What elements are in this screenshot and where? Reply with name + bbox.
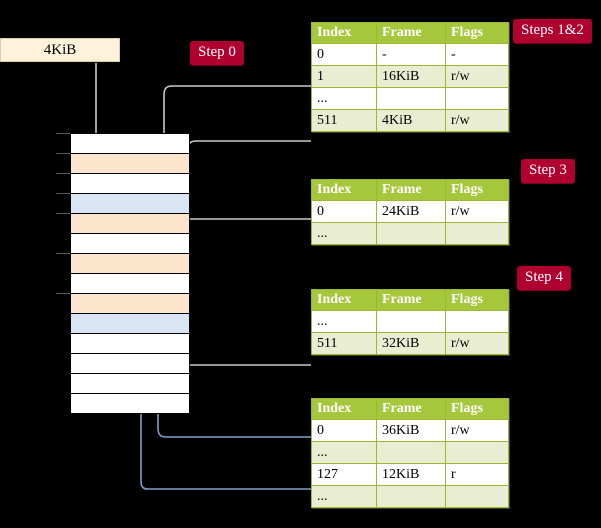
table-cell — [376, 222, 446, 245]
memory-row — [71, 194, 189, 214]
memory-tick — [56, 253, 70, 254]
table-cell: - — [376, 43, 446, 66]
column-header-frame: Frame — [376, 179, 446, 201]
column-header-frame: Frame — [376, 398, 446, 420]
table-row: ... — [311, 485, 509, 508]
table-row: ... — [311, 222, 509, 245]
memory-row — [71, 154, 189, 174]
column-header-flags: Flags — [445, 289, 509, 311]
memory-row — [71, 334, 189, 354]
table-cell: - — [445, 43, 509, 66]
table-cell: 4KiB — [376, 109, 446, 132]
table-cell: 1 — [311, 65, 377, 88]
badge-step-3: Step 3 — [521, 159, 575, 183]
memory-row — [71, 374, 189, 394]
table-cell: ... — [311, 485, 377, 508]
memory-tick — [56, 153, 70, 154]
badge-step-0: Step 0 — [190, 41, 244, 65]
table-row: ... — [311, 310, 509, 333]
column-header-frame: Frame — [376, 22, 446, 44]
table-cell — [445, 441, 509, 464]
table-row: ... — [311, 87, 509, 110]
table-cell: 0 — [311, 200, 377, 223]
table-cell: r/w — [445, 65, 509, 88]
memory-row — [71, 294, 189, 314]
memory-row — [71, 134, 189, 154]
column-header-flags: Flags — [445, 398, 509, 420]
memory-row — [71, 394, 189, 414]
memory-tick — [56, 193, 70, 194]
column-header-index: Index — [311, 179, 377, 201]
memory-row — [71, 254, 189, 274]
table-cell — [376, 87, 446, 110]
table-cell — [445, 310, 509, 333]
table-cell: 511 — [311, 332, 377, 355]
table-cell — [376, 485, 446, 508]
memory-grid — [70, 133, 190, 414]
table-row: ... — [311, 441, 509, 464]
table-cell: r/w — [445, 419, 509, 442]
table-cell: ... — [311, 222, 377, 245]
table-cell: r — [445, 463, 509, 486]
memory-row — [71, 274, 189, 294]
memory-tick — [56, 133, 70, 134]
table-cell — [376, 441, 446, 464]
table-cell: 127 — [311, 463, 377, 486]
column-header-index: Index — [311, 398, 377, 420]
table-cell: ... — [311, 310, 377, 333]
table-cell: ... — [311, 87, 377, 110]
table-cell: r/w — [445, 200, 509, 223]
table-cell: r/w — [445, 332, 509, 355]
wire-blue-upper — [157, 325, 311, 438]
table-cell — [376, 310, 446, 333]
table-cell: 0 — [311, 419, 377, 442]
badge-step-4: Step 4 — [517, 266, 571, 290]
column-header-index: Index — [311, 22, 377, 44]
table-cell: ... — [311, 441, 377, 464]
table-cell — [445, 485, 509, 508]
table-cell: r/w — [445, 109, 509, 132]
table-cell: 36KiB — [376, 419, 446, 442]
table-cell: 511 — [311, 109, 377, 132]
memory-tick — [56, 293, 70, 294]
table-row: 0-- — [311, 43, 509, 66]
table-cell: 12KiB — [376, 463, 446, 486]
wire-blue-lower — [140, 210, 311, 490]
memory-row — [71, 234, 189, 254]
memory-row — [71, 214, 189, 234]
table-cell — [445, 222, 509, 245]
table-cell: 0 — [311, 43, 377, 66]
table-cell: 24KiB — [376, 200, 446, 223]
table-cell — [445, 87, 509, 110]
column-header-flags: Flags — [445, 179, 509, 201]
wire-step4 — [177, 286, 311, 366]
table-cell: 32KiB — [376, 332, 446, 355]
memory-row — [71, 174, 189, 194]
column-header-index: Index — [311, 289, 377, 311]
memory-tick — [56, 213, 70, 214]
memory-tick — [56, 173, 70, 174]
wire-step3 — [177, 218, 311, 259]
memory-row — [71, 354, 189, 374]
frame-box-4kib: 4KiB — [0, 38, 120, 62]
table-cell: 16KiB — [376, 65, 446, 88]
column-header-frame: Frame — [376, 289, 446, 311]
column-header-flags: Flags — [445, 22, 509, 44]
badge-steps-1-2: Steps 1&2 — [513, 19, 592, 43]
memory-row — [71, 314, 189, 334]
